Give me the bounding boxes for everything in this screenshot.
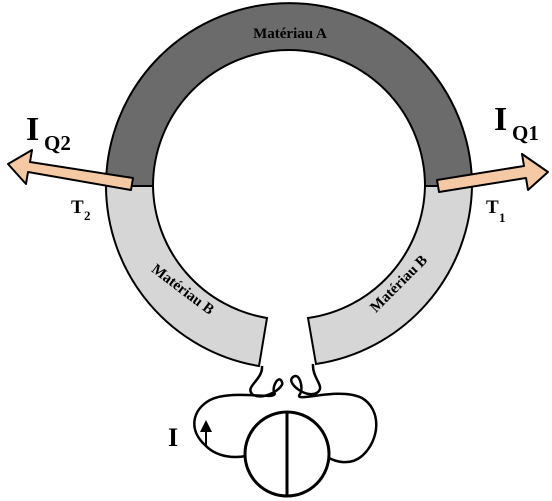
temperature-right-label: T 1	[486, 197, 506, 225]
material-b-left-segment	[104, 185, 269, 368]
wire-right	[290, 363, 378, 464]
material-a-label: Matériau A	[253, 26, 327, 42]
temperature-left-main: T	[71, 197, 84, 218]
material-a-arc	[104, 2, 474, 187]
temperature-left-label: T 2	[71, 197, 91, 223]
temperature-left-subscript: 2	[84, 208, 91, 223]
current-source-icon	[243, 410, 331, 498]
temperature-right-main: T	[486, 197, 499, 218]
heat-flow-left-subscript: Q2	[44, 131, 71, 155]
heat-flow-right-arrow	[436, 153, 549, 193]
current-label: I	[168, 423, 178, 452]
heat-flow-right-main: I	[494, 101, 507, 138]
heat-flow-right-label: I Q1	[494, 101, 539, 145]
heat-flow-left-label: I Q2	[26, 111, 71, 155]
material-b-right-segment	[306, 185, 474, 366]
arrow-up-icon	[200, 420, 212, 446]
heat-flow-left-arrow	[7, 149, 134, 191]
temperature-right-subscript: 1	[499, 210, 506, 225]
heat-flow-left-main: I	[26, 111, 39, 148]
heat-flow-right-subscript: Q1	[512, 121, 539, 145]
